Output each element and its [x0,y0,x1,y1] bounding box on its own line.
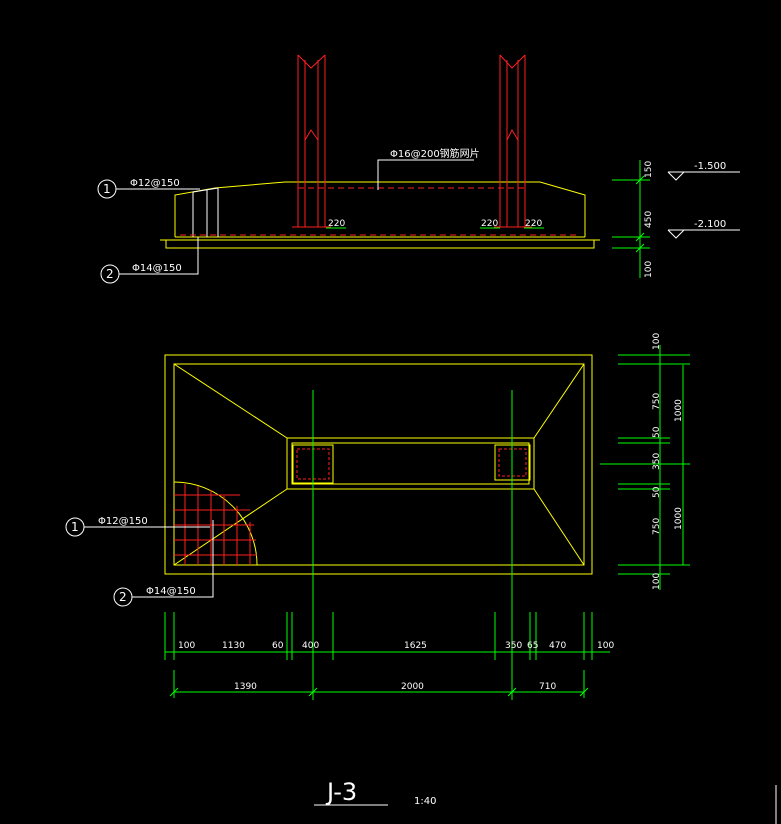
plan-center-lines [312,390,690,700]
plan-pedestal-inner [291,442,530,485]
plan-bdim-65: 65 [527,641,538,651]
plan-callout-2-text: Φ14@150 [146,586,196,597]
drawing-title-name: J-3 [325,778,357,806]
plan-rdim-50-bottom: 50 [652,486,662,498]
section-vertical-dims [612,160,650,278]
plan-view: 1 Φ12@150 2 Φ14@150 100 750 50 350 50 75… [65,333,690,700]
plan-rdim-350: 350 [652,453,662,470]
elevation-bottom-text: -2.100 [694,219,726,230]
plan-bdim-2000: 2000 [401,682,424,692]
blinding-layer [165,239,595,249]
plan-outer-boundary [164,354,593,575]
plan-bdim-1390: 1390 [234,682,257,692]
plan-rebar-grid [173,481,258,566]
plan-rdim-1000-top: 1000 [674,399,684,422]
section-callout-2-num: 2 [106,267,114,281]
section-callout-1-text: Φ12@150 [130,178,180,189]
section-vdim-100: 100 [644,261,654,278]
plan-callout-2-leader [132,520,214,598]
footing-outline [174,181,586,237]
plan-callout-2-num: 2 [119,590,127,604]
drawing-title-scale: 1:40 [414,796,436,807]
plan-callout-1-text: Φ12@150 [98,516,148,527]
plan-rdim-100-bottom: 100 [652,573,662,590]
elevation-top-text: -1.500 [694,161,726,172]
plan-bdim-350: 350 [505,641,522,651]
plan-rdim-1000-bottom: 1000 [674,507,684,530]
section-callout-1-num: 1 [103,182,111,196]
elevation-marker-bottom [667,229,740,239]
plan-rdim-750-bottom: 750 [652,518,662,535]
plan-bdim-60: 60 [272,641,284,651]
elevation-marker-top [667,171,740,181]
section-dim-220-mid: 220 [481,219,498,229]
plan-bottom-dim-row-1 [164,612,610,660]
plan-right-dim-lines [618,345,690,590]
section-dim-220-left: 220 [328,219,345,229]
plan-rdim-100-top: 100 [652,333,662,350]
plan-bdim-100-right: 100 [597,641,614,651]
mesh-leader [377,159,474,190]
plan-bottom-dim-row-2 [169,670,589,698]
plan-rdim-750-top: 750 [652,393,662,410]
section-callout-2-text: Φ14@150 [132,263,182,274]
section-vdim-450: 450 [644,211,654,228]
plan-bdim-1130: 1130 [222,641,245,651]
section-view: 220 220 220 Φ16@200钢筋网片 1 Φ12@150 2 Φ14@… [97,54,740,284]
plan-bdim-1625: 1625 [404,641,427,651]
plan-footing-edge [173,363,585,566]
plan-pedestal [286,437,535,490]
plan-bdim-710: 710 [539,682,556,692]
section-callout-2-leader [119,237,199,275]
drawing-title: J-3 1:40 [314,778,436,807]
section-vdim-150: 150 [644,161,654,178]
plan-bdim-400: 400 [302,641,319,651]
plan-callout-1-num: 1 [71,520,79,534]
plan-bdim-470: 470 [549,641,566,651]
plan-bdim-100-left: 100 [178,641,195,651]
left-column-rebar [292,54,331,228]
left-rebar-top [192,187,219,193]
plan-rdim-50-top: 50 [652,426,662,438]
right-column-rebar [494,54,532,228]
mesh-label: Φ16@200钢筋网片 [390,147,480,160]
plan-slope-lines [173,363,585,566]
section-dim-220-right: 220 [525,219,542,229]
